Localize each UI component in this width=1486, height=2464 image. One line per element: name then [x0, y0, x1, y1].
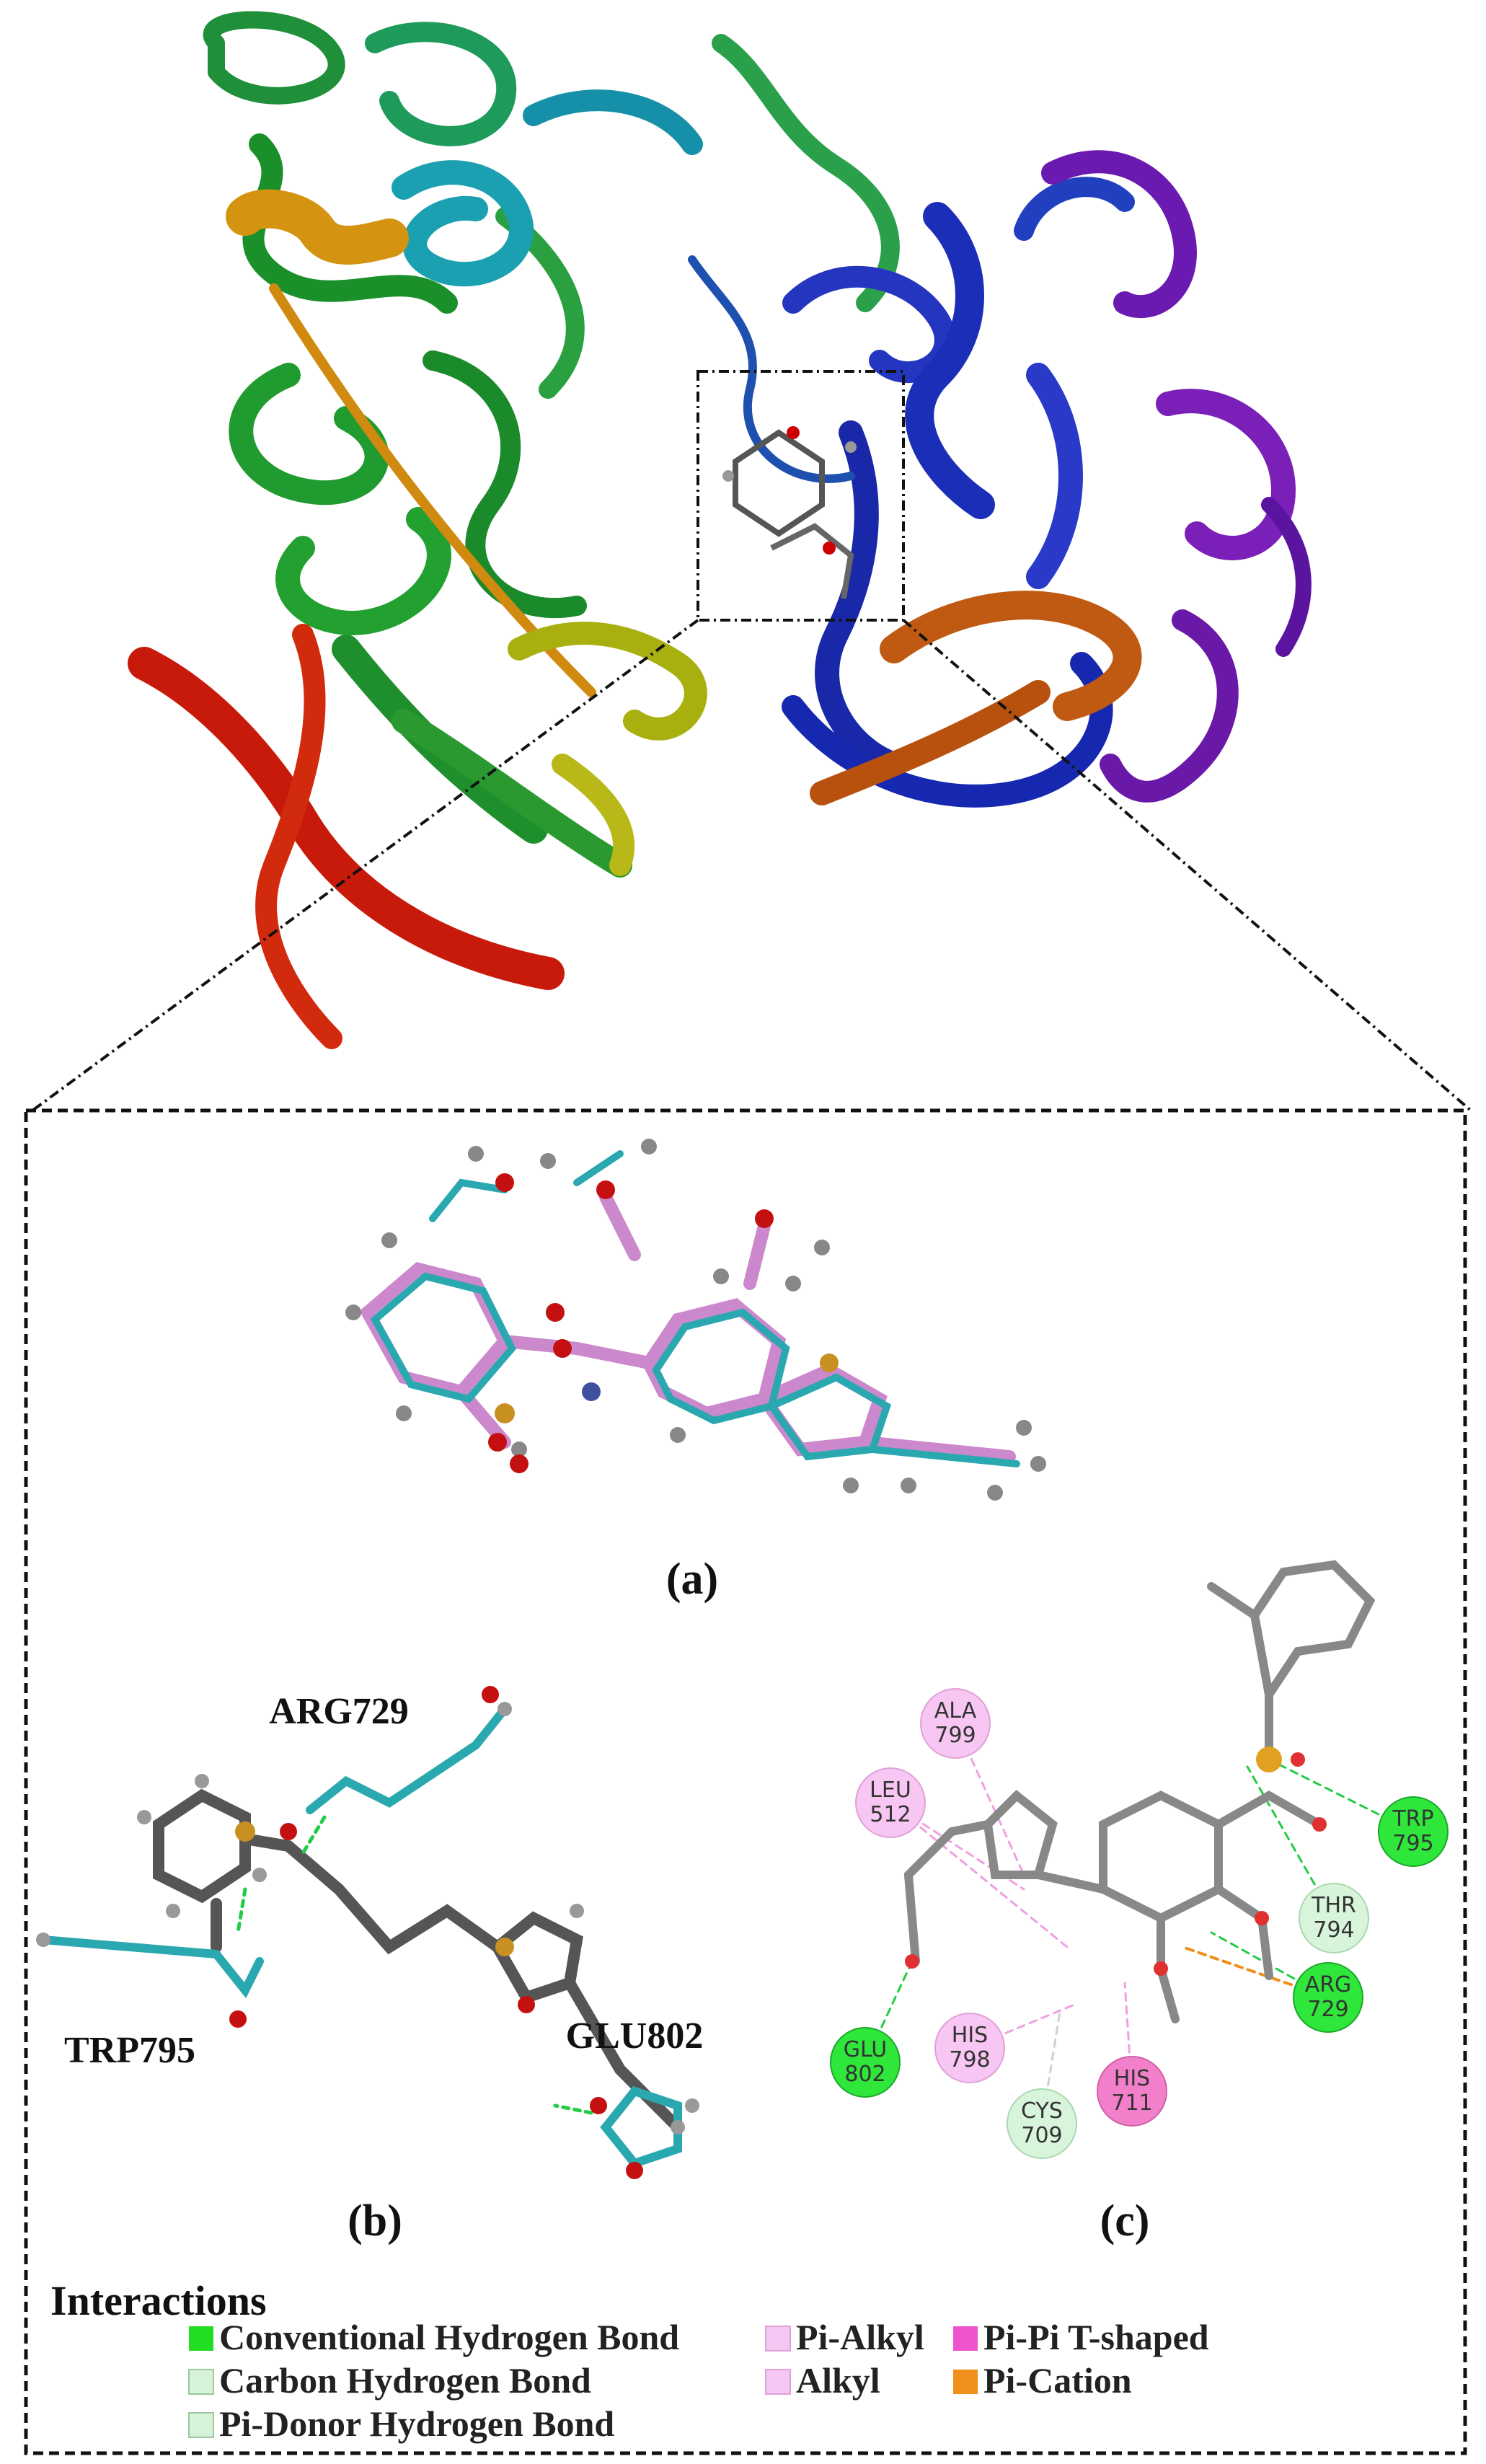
interaction-legend: Interactions Conventional Hydrogen Bond … [50, 2277, 1209, 2444]
legend-item-alkyl: Alkyl [765, 2360, 880, 2401]
residue-name: HIS [952, 2023, 988, 2048]
inset-frame [24, 1108, 1467, 2455]
residue-name: GLU [844, 2037, 887, 2062]
panel-a-superposition [345, 1139, 1046, 1501]
residue-number: 802 [844, 2062, 885, 2087]
residue-bubble-his798: HIS 798 [934, 2013, 1005, 2083]
residue-bubble-ala799: ALA 799 [920, 1688, 991, 1759]
residue-name: ARG [1305, 1972, 1352, 1997]
legend-swatch [188, 2369, 214, 2395]
residue-number: 729 [1307, 1997, 1348, 2022]
residue-bubble-cys709: CYS 709 [1007, 2088, 1077, 2159]
legend-swatch [189, 2326, 213, 2351]
legend-title: Interactions [50, 2277, 267, 2324]
legend-label: Pi-Donor Hydrogen Bond [219, 2403, 614, 2444]
legend-item-pi-cation: Pi-Cation [953, 2360, 1132, 2401]
legend-item-pi-pi-t-shaped: Pi-Pi T-shaped [953, 2317, 1209, 2357]
residue-name: HIS [1114, 2066, 1150, 2091]
zoom-line-right [902, 619, 1472, 1112]
residue-label-trp795: TRP795 [64, 2030, 195, 2071]
legend-item-pi-donor-hydrogen-bond: Pi-Donor Hydrogen Bond [188, 2403, 614, 2444]
legend-label: Carbon Hydrogen Bond [219, 2360, 591, 2401]
residue-bubble-arg729: ARG 729 [1293, 1962, 1363, 2033]
legend-swatch [953, 2326, 978, 2351]
residue-label-glu802: GLU802 [566, 2015, 704, 2057]
legend-label: Pi-Cation [983, 2360, 1132, 2401]
legend-swatch [953, 2370, 978, 2394]
residue-bubble-thr794: THR 794 [1299, 1883, 1369, 1953]
legend-label: Pi-Alkyl [796, 2317, 924, 2357]
legend-swatch [765, 2326, 791, 2352]
panel-b-3d-interactions [36, 1686, 699, 2179]
residue-bubble-his711: HIS 711 [1097, 2056, 1167, 2127]
residue-name: CYS [1021, 2098, 1063, 2124]
residue-name: LEU [870, 1778, 911, 1803]
legend-item-carbon-hydrogen-bond: Carbon Hydrogen Bond [188, 2360, 591, 2401]
residue-number: 795 [1392, 1831, 1433, 1856]
residue-number: 794 [1313, 1917, 1354, 1943]
residue-number: 709 [1021, 2123, 1062, 2148]
residue-name: ALA [934, 1698, 977, 1723]
residue-bubbles: ALA 799 LEU 512 TRP 795 THR 794 ARG 729 … [830, 1688, 1449, 2159]
panel-b-label: (b) [348, 2196, 402, 2246]
residue-number: 711 [1111, 2090, 1152, 2116]
residue-number: 798 [949, 2047, 990, 2072]
zoom-line-left [31, 619, 699, 1112]
zoom-indicator [31, 370, 1472, 1112]
legend-label: Alkyl [796, 2360, 880, 2401]
residue-name: THR [1311, 1893, 1356, 1918]
legend-label: Pi-Pi T-shaped [983, 2317, 1209, 2357]
residue-number: 512 [870, 1802, 911, 1827]
protein-ribbon-structure [128, 11, 1312, 1049]
panel-c-label: (c) [1100, 2196, 1150, 2246]
binding-site-box [696, 370, 905, 622]
legend-item-pi-alkyl: Pi-Alkyl [765, 2317, 924, 2357]
residue-label-arg729: ARG729 [269, 1691, 409, 1732]
panel-a-label: (a) [666, 1555, 718, 1604]
legend-label: Conventional Hydrogen Bond [219, 2317, 679, 2357]
residue-bubble-leu512: LEU 512 [855, 1767, 926, 1838]
residue-name: TRP [1392, 1806, 1433, 1832]
legend-swatch [765, 2369, 791, 2395]
residue-bubble-trp795: TRP 795 [1378, 1796, 1449, 1867]
legend-item-conventional-hydrogen-bond: Conventional Hydrogen Bond [189, 2317, 679, 2357]
docked-ligand-thumbnail [722, 426, 857, 599]
residue-number: 799 [934, 1723, 976, 1748]
residue-bubble-glu802: GLU 802 [830, 2027, 901, 2098]
legend-swatch [188, 2412, 214, 2438]
